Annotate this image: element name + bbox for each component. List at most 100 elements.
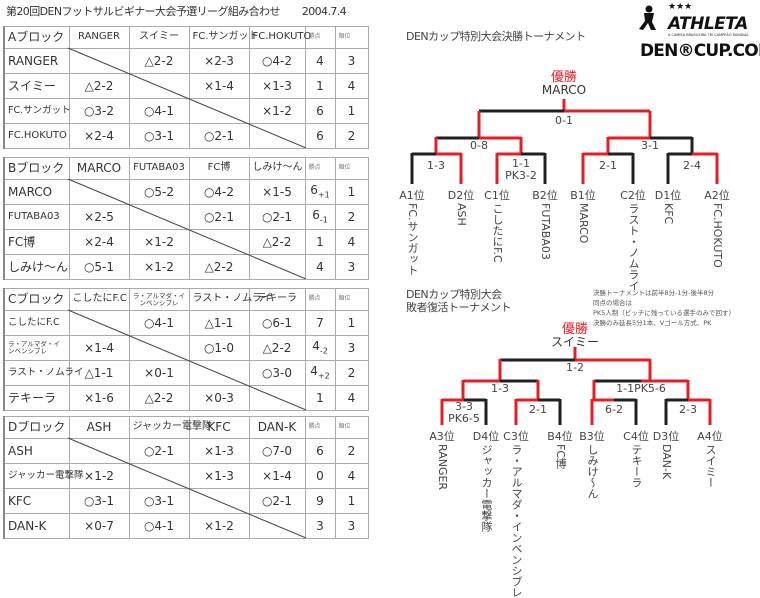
final-tournament-title: DENカップ特別大会決勝トーナメント (406, 30, 586, 43)
row-team: KFC (3, 488, 70, 514)
quarter-score: 1-3 (427, 159, 445, 172)
quarter-score: 2-1 (529, 403, 547, 416)
dencup-logo: DEN®CUP.COM (640, 41, 760, 61)
quarter-score: 2-1 (599, 159, 617, 172)
rank-cell: 4 (334, 385, 369, 411)
rank-cell: 2 (334, 204, 369, 230)
points-value: 4 (312, 339, 320, 354)
points-cell: 4-2 (304, 335, 336, 361)
page-title: 第20回DENフットサルビギナー大会予選リーグ組み合わせ 2004.7.4 (6, 3, 347, 19)
points-value: 1 (316, 78, 324, 93)
slot-team: ジャッカー電撃隊 (480, 444, 493, 532)
points-cell: 6 (304, 438, 336, 464)
rank-cell: 1 (334, 488, 369, 514)
points-cell: 4 (304, 48, 336, 74)
stars-icon: ★★★ (668, 2, 693, 12)
rank-cell: 1 (334, 310, 369, 336)
points-cell: 6 (304, 123, 336, 149)
slot-team: テキーラ (630, 444, 643, 488)
slot-team: DAN-K (660, 444, 673, 480)
points-tiebreak: +2 (317, 371, 330, 381)
points-value: 4 (316, 259, 324, 274)
rank-cell: 1 (334, 179, 369, 205)
row-team: ASH (3, 438, 70, 464)
slot-position: C3位 (503, 430, 529, 443)
consolation-winner-label: 優勝 (561, 322, 588, 337)
row-team: FC.HOKUTO (3, 123, 70, 149)
note-line: 同点の場合は (593, 299, 632, 307)
points-cell: 4+2 (304, 360, 336, 386)
rank-cell: 4 (334, 73, 369, 99)
date-text: 2004.7.4 (301, 5, 347, 18)
quarter-score: 2-3 (679, 403, 697, 416)
rank-cell: 2 (334, 123, 369, 149)
slot-position: B3位 (579, 430, 605, 443)
slot-position: B4位 (547, 430, 573, 443)
bracket-lines (410, 99, 719, 425)
slot-team: こしたにF.C (491, 203, 504, 263)
note-line: 決勝トーナメントは前半8分-1分-後半8分 (593, 289, 715, 297)
block-label: Dブロック (3, 416, 70, 439)
final-score: 1-2 (566, 361, 584, 374)
slot-position: B2位 (532, 189, 558, 202)
points-cell: 1 (304, 385, 336, 411)
quarter-score: 6-2 (605, 403, 623, 416)
rank-cell: 3 (334, 254, 369, 280)
points-value: 0 (316, 468, 324, 483)
slot-team: FC.HOKUTO (711, 203, 724, 268)
points-cell: 3 (304, 513, 336, 539)
slot-team: FC.サンガット (406, 203, 419, 276)
points-value: 1 (316, 234, 324, 249)
rank-cell: 4 (334, 463, 369, 489)
row-team: FC博 (3, 229, 70, 255)
semi-score: 1-3 (491, 382, 509, 395)
slot-position: A1位 (399, 189, 425, 202)
quarter-score: 2-4 (683, 159, 701, 172)
title-text: 第20回DENフットサルビギナー大会予選リーグ組み合わせ (6, 5, 280, 18)
slot-position: D4位 (472, 430, 500, 443)
slot-position: D1位 (654, 189, 682, 202)
row-team: テキーラ (3, 385, 70, 411)
row-team: ラ・アルマダ・インベンシブレ (3, 335, 70, 361)
rank-cell: 2 (334, 438, 369, 464)
slot-team: FC博 (554, 444, 567, 470)
points-value: 6 (316, 103, 324, 118)
row-team: ジャッカー電撃隊 (3, 463, 84, 489)
points-tiebreak: +1 (317, 190, 330, 200)
points-value: 6 (312, 208, 320, 223)
slot-team: MARCO (577, 203, 590, 244)
final-champion: MARCO (541, 83, 587, 97)
points-value: 4 (310, 364, 318, 379)
rank-cell: 3 (334, 335, 369, 361)
rank-cell: 3 (334, 513, 369, 539)
slot-team: しみけ〜ん (586, 444, 599, 499)
points-value: 6 (316, 443, 324, 458)
athleta-logo: ATHLETA (668, 14, 748, 34)
row-team: MARCO (3, 179, 70, 205)
slot-position: C2位 (620, 189, 646, 202)
rules-notes: 決勝トーナメントは前半8分-1分-後半8分 同点の場合は PK5人制（ピッチに残… (593, 288, 735, 328)
consolation-title-line2: 敗者復活トーナメント (406, 301, 512, 314)
note-line: 決勝のみ延長5分1本、Vゴール方式、PK (593, 319, 712, 327)
row-team: DAN-K (3, 513, 70, 539)
slot-team: KFC (662, 203, 675, 225)
points-value: 6 (316, 128, 324, 143)
points-cell: 0 (304, 463, 336, 489)
semi-score: 3-1 (641, 139, 659, 152)
quarter-score: 3-3 PK6-5 (448, 400, 480, 425)
column-team: ラスト・ノムライ (188, 288, 272, 311)
row-team: しみけ〜ん (3, 254, 70, 280)
slot-position: A2位 (704, 189, 730, 202)
note-line: PK5人制（ピッチに残っている選手のみで回す） (593, 309, 735, 317)
rank-cell: 3 (334, 48, 369, 74)
slot-position: A3位 (429, 430, 455, 443)
slot-team: スイミー (704, 444, 717, 488)
final-score: 0-1 (555, 114, 573, 127)
quarter-score: 1-1 PK3-2 (505, 157, 537, 182)
slot-position: D3位 (652, 430, 680, 443)
consolation-champion: スイミー (550, 335, 599, 349)
